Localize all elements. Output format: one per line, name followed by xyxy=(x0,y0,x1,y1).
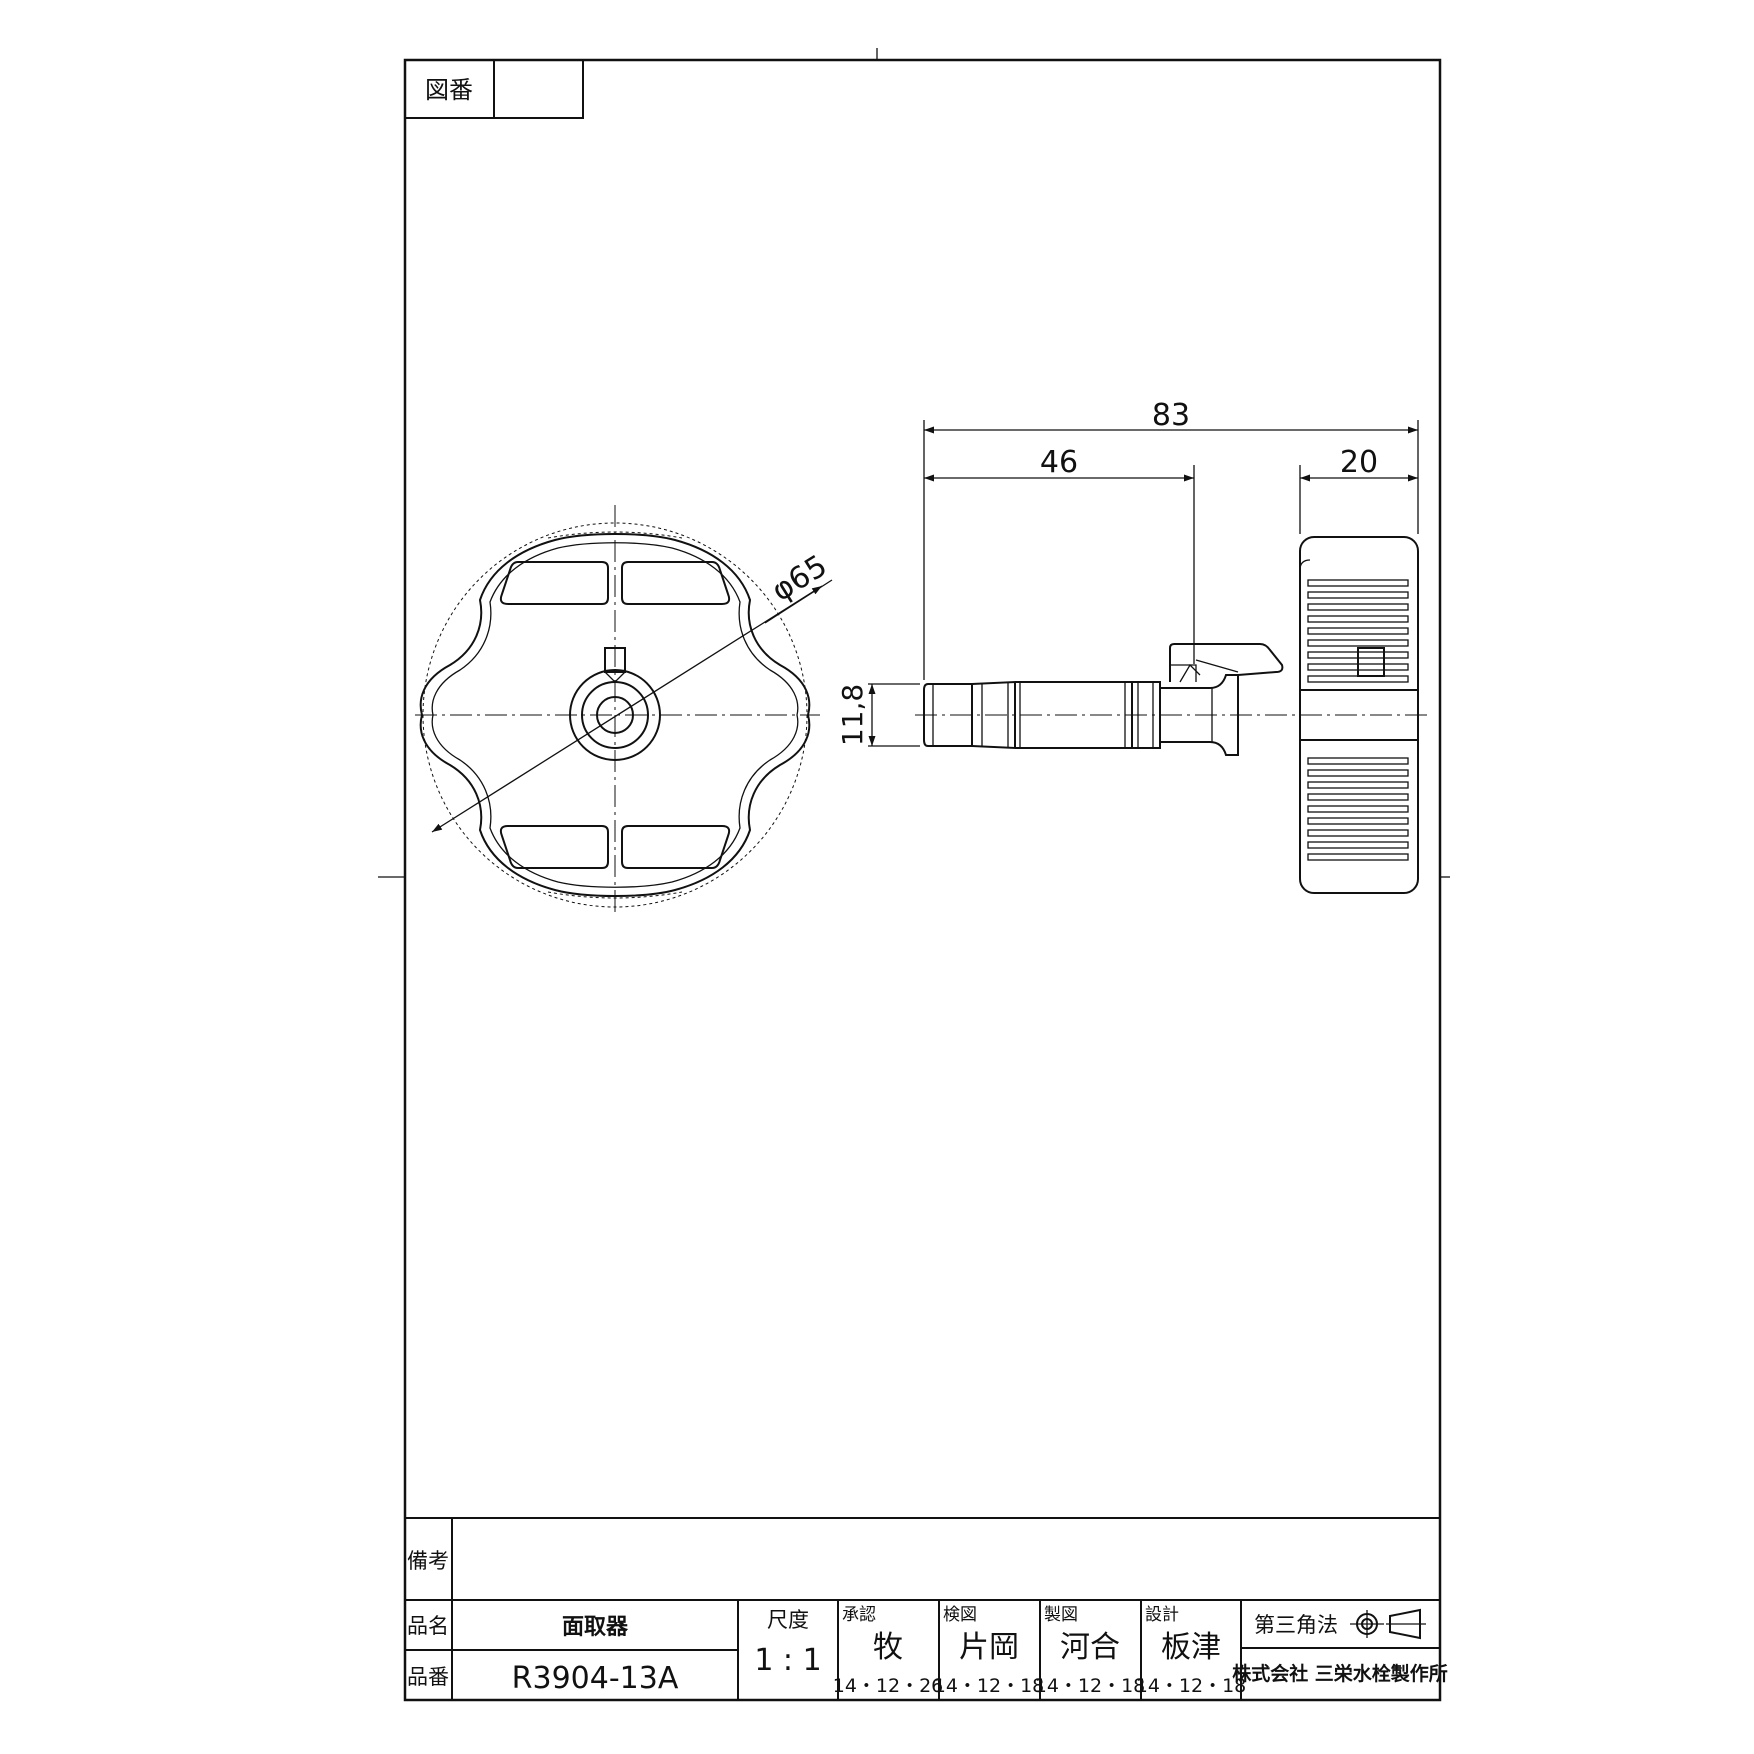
approval-name: 河合 xyxy=(1060,1630,1120,1665)
part-number: R3904-13A xyxy=(512,1661,679,1696)
approval-inspected: 検図 片岡 14・12・18 xyxy=(934,1605,1045,1697)
part-number-label: 品番 xyxy=(407,1665,449,1689)
front-view: φ65 xyxy=(415,505,833,915)
approval-drafted: 製図 河合 14・12・18 xyxy=(1035,1605,1146,1697)
knob-grooves-lower xyxy=(1307,757,1409,861)
approval-name: 牧 xyxy=(873,1630,903,1665)
window-bottom-left xyxy=(499,825,609,869)
approval-date: 14・12・18 xyxy=(934,1675,1045,1697)
company-name: 株式会社 三栄水栓製作所 xyxy=(1232,1662,1448,1685)
knurl-bottom xyxy=(547,891,683,899)
drawing-number-label: 図番 xyxy=(425,76,473,104)
approval-role: 製図 xyxy=(1044,1605,1078,1625)
knob-side-key xyxy=(1357,647,1385,677)
dimension-shaft-diameter: 11,8 xyxy=(836,684,869,746)
shaft-shoulder xyxy=(1132,681,1161,749)
approval-checked: 承認 牧 14・12・26 xyxy=(833,1605,944,1697)
window-bottom-right xyxy=(621,825,731,869)
remarks-label: 備考 xyxy=(407,1549,449,1573)
drawing-frame xyxy=(403,58,1442,1702)
dimension-knob-width: 20 xyxy=(1340,445,1378,480)
knurl-top xyxy=(547,531,683,539)
drawing-number-box: 図番 xyxy=(405,60,584,119)
knob-grooves-upper xyxy=(1307,579,1409,683)
side-view: 83 46 20 11,8 xyxy=(836,398,1430,894)
approval-designed: 設計 板津 14・12・18 xyxy=(1136,1605,1247,1697)
dimension-to-hook: 46 xyxy=(1040,445,1078,480)
projection-label: 第三角法 xyxy=(1254,1613,1338,1637)
approval-date: 14・12・18 xyxy=(1136,1675,1247,1697)
knob-side-outline xyxy=(1299,536,1419,894)
diameter-leader xyxy=(431,585,823,833)
cutter-edge xyxy=(1170,664,1197,682)
part-name-label: 品名 xyxy=(407,1614,449,1638)
shaft-body xyxy=(971,680,1016,750)
approval-date: 14・12・26 xyxy=(833,1675,944,1697)
window-top-left xyxy=(499,561,609,605)
approval-name: 板津 xyxy=(1161,1630,1221,1665)
scale-label: 尺度 xyxy=(767,1608,809,1632)
centering-marks xyxy=(378,48,1450,878)
approval-role: 検図 xyxy=(943,1605,977,1625)
cutter-hook xyxy=(1169,643,1284,682)
scale-value: 1 : 1 xyxy=(754,1643,821,1678)
approval-date: 14・12・18 xyxy=(1035,1675,1146,1697)
shaft-main xyxy=(1015,681,1133,749)
title-block: 備考 品名 品番 面取器 R3904-13A 尺度 1 : 1 承認 牧 14・… xyxy=(405,1517,1448,1700)
approval-name: 片岡 xyxy=(959,1630,1019,1665)
shaft-tip xyxy=(923,683,973,747)
knob-collar xyxy=(1160,674,1239,756)
dimension-overall-length: 83 xyxy=(1152,398,1190,433)
approval-role: 承認 xyxy=(842,1605,876,1625)
approval-role: 設計 xyxy=(1145,1605,1179,1625)
third-angle-projection-icon xyxy=(1350,1608,1426,1640)
window-top-right xyxy=(621,561,731,605)
part-name: 面取器 xyxy=(562,1615,629,1640)
